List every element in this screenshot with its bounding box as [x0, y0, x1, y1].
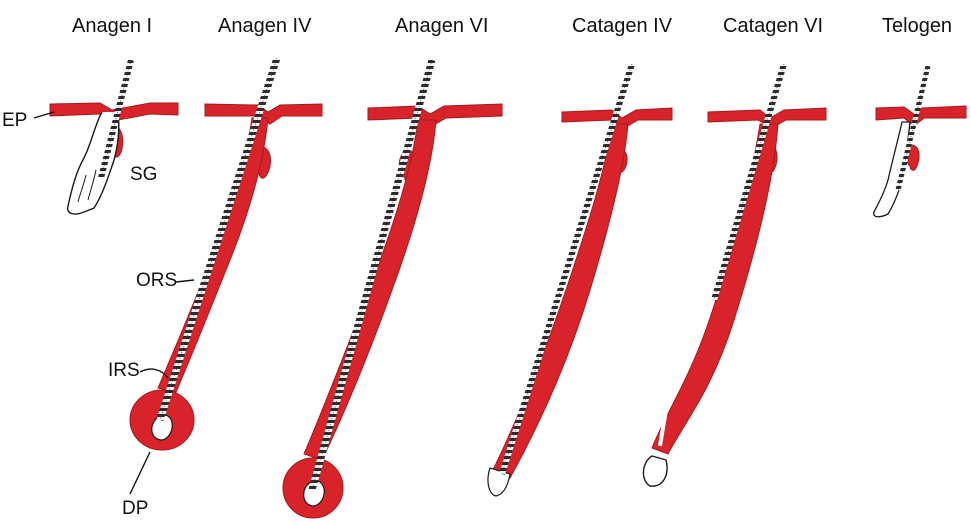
club-hair-catagen-vi — [643, 456, 667, 486]
stage-label-catagen-vi: Catagen VI — [723, 15, 823, 37]
follicle-catagen-vi — [643, 64, 826, 486]
leader-ors — [176, 280, 194, 282]
stage-label-telogen: Telogen — [882, 15, 952, 37]
leader-dp — [130, 452, 150, 494]
follicle-anagen-iv — [130, 58, 322, 450]
stage-label-anagen-vi: Anagen VI — [395, 15, 488, 37]
stage-label-catagen-iv: Catagen IV — [572, 15, 673, 37]
stage-label-anagen-i: Anagen I — [72, 15, 152, 37]
label-ors: ORS — [136, 270, 177, 291]
follicle-anagen-i — [50, 60, 178, 214]
follicle-anagen-vi — [283, 60, 502, 518]
label-ep: EP — [2, 110, 27, 131]
follicle-catagen-iv — [488, 64, 672, 496]
stage-label-anagen-iv: Anagen IV — [218, 15, 312, 37]
label-dp: DP — [122, 498, 148, 519]
follicle-telogen — [874, 66, 966, 217]
hair-shaft-catagen-iv — [502, 64, 632, 474]
epidermis-telogen — [876, 106, 966, 126]
label-irs: IRS — [108, 360, 140, 381]
label-sg: SG — [130, 164, 157, 185]
